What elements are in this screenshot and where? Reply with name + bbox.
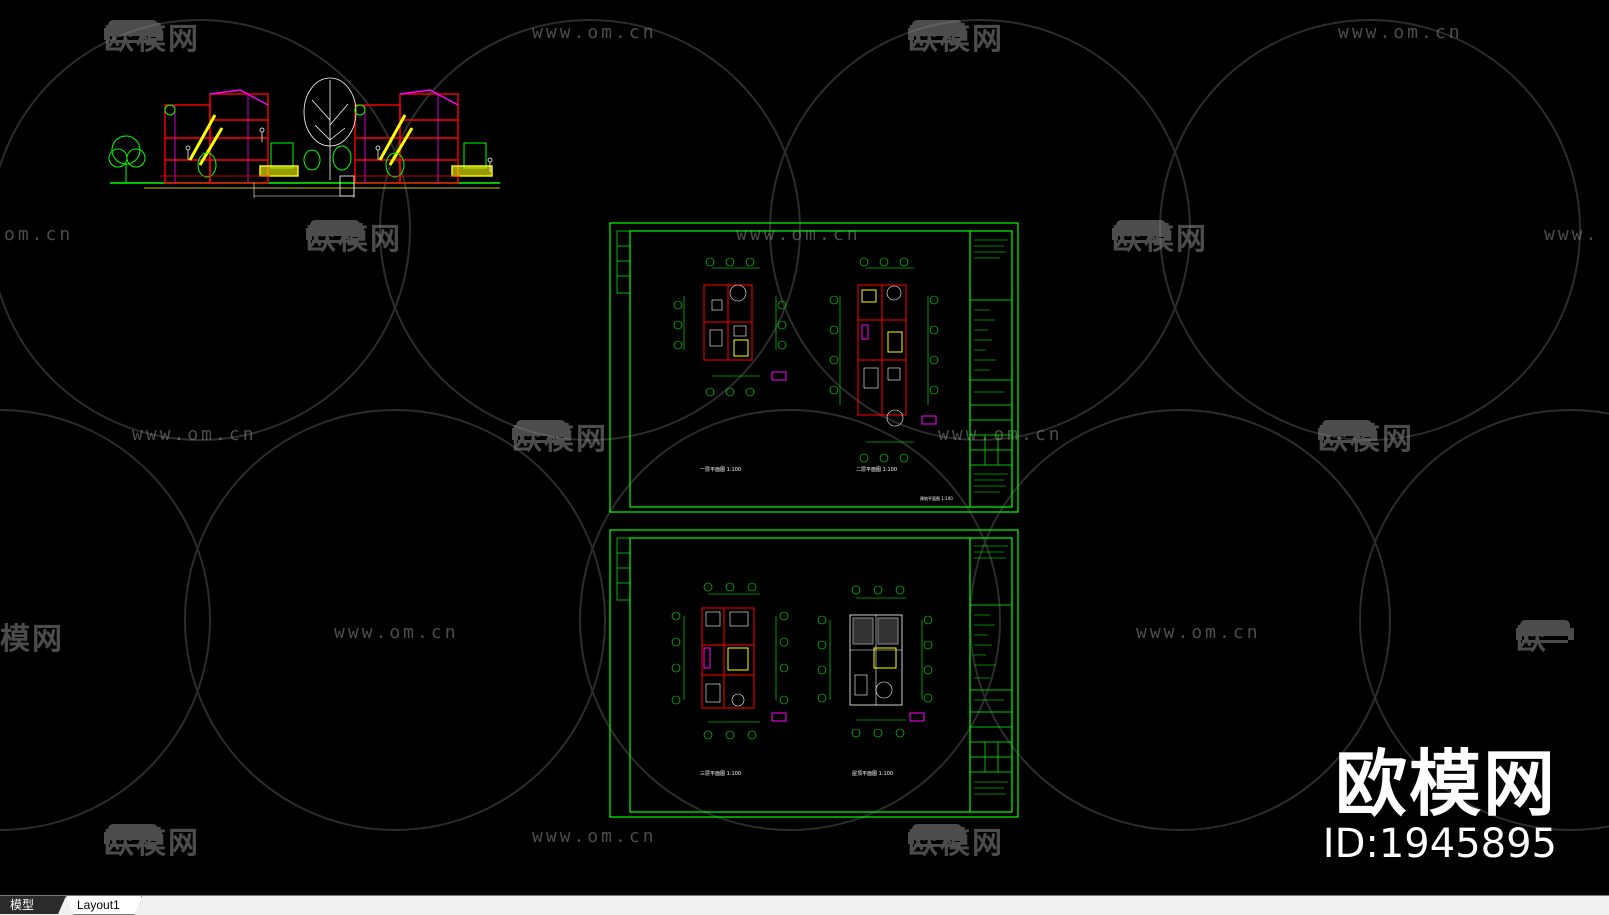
layout-tab-bar: 模型 Layout1: [0, 895, 1609, 915]
watermark-brand: 欧模网: [104, 818, 200, 862]
watermark-url: www.om.cn: [736, 224, 861, 245]
sheet2-plan-right-caption: 屋顶平面图 1:100: [852, 771, 893, 777]
sofa-icon: [1516, 620, 1574, 643]
sofa-icon: [1318, 420, 1376, 443]
sofa-icon: [1112, 220, 1170, 243]
sheet1-plan-left-caption: 一层平面图 1:100: [700, 467, 741, 473]
watermark-url: www.om.cn: [532, 22, 657, 43]
corner-brand-logo: 欧模网: [1334, 742, 1557, 826]
watermark-brand: 欧模网: [104, 14, 200, 58]
watermark-brand: 欧模网: [1318, 414, 1414, 458]
sofa-icon: [104, 20, 162, 43]
sofa-icon: [908, 824, 966, 847]
watermark-brand: 欧模网: [306, 214, 402, 258]
drawing-sheet-1[interactable]: [0, 0, 1609, 895]
watermark-url: www.om.cn: [132, 424, 257, 445]
watermark-brand: 模网: [0, 622, 64, 657]
sofa-icon: [306, 220, 364, 243]
tab-layout1[interactable]: Layout1: [66, 896, 142, 915]
sofa-icon: [104, 824, 162, 847]
watermark-rings: [0, 19, 1609, 831]
tab-model[interactable]: 模型: [0, 896, 66, 914]
watermark-url: om.cn: [4, 224, 74, 245]
corner-model-id: ID:1945895: [1322, 821, 1557, 867]
sheet1-plan-right-caption: 二层平面图 1:100: [856, 467, 897, 473]
watermark-url: www.om.cn: [334, 622, 459, 643]
watermark-url: www.om.cn: [938, 424, 1063, 445]
watermark-brand: 欧模网: [908, 818, 1004, 862]
section-elevation-drawing[interactable]: [0, 0, 1609, 895]
watermark-url: www.om.cn: [1338, 22, 1463, 43]
watermark-url: www.om.cn: [1136, 622, 1261, 643]
sofa-icon: [908, 20, 966, 43]
sofa-icon: [512, 420, 570, 443]
watermark-url: www.: [1544, 224, 1600, 245]
watermark-url: www.om.cn: [532, 826, 657, 847]
watermark-brand: 欧: [1516, 614, 1574, 658]
sheet1-caption: 建筑平面图 1:100: [920, 496, 953, 501]
sheet2-plan-left-caption: 三层平面图 1:100: [700, 771, 741, 777]
drawing-sheet-2[interactable]: [0, 0, 1609, 895]
watermark-brand: 欧模网: [908, 14, 1004, 58]
watermark-brand: 欧模网: [1112, 214, 1208, 258]
watermark-brand: 欧模网: [512, 414, 608, 458]
drawing-canvas[interactable]: 欧模网 www.om.cn 欧模网 www.om.cn om.cn 欧模网 ww…: [0, 0, 1609, 895]
